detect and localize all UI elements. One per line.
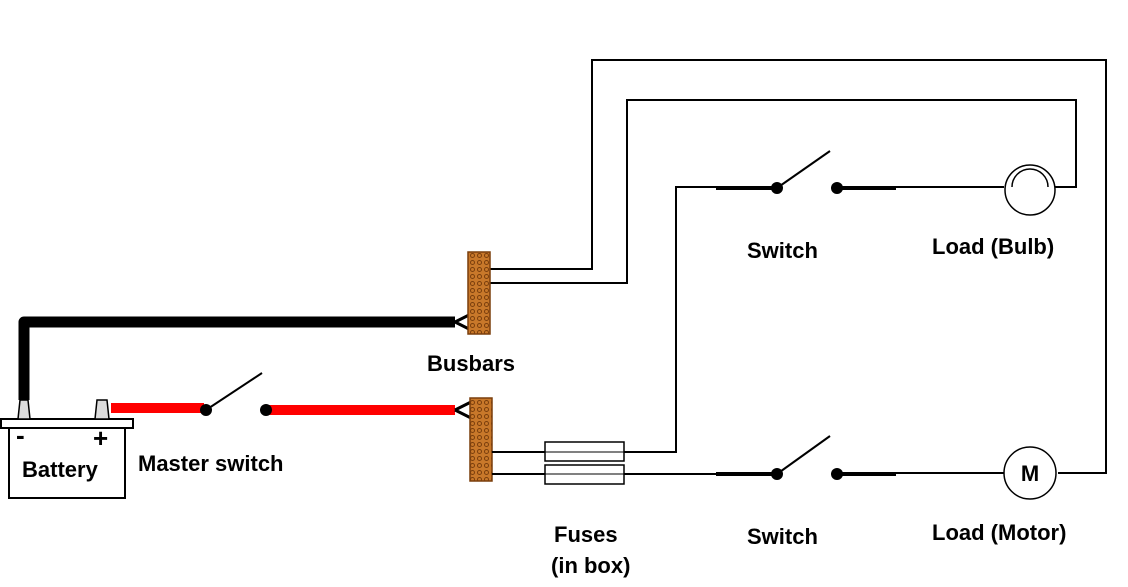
master-switch-contact-right	[260, 404, 272, 416]
fuses-label: Fuses	[554, 522, 618, 547]
battery-positive-terminal	[94, 399, 110, 420]
bulb-filament	[1011, 168, 1049, 188]
battery-negative-terminal	[17, 399, 31, 420]
battery-body	[8, 425, 126, 499]
negative-cable	[18, 316, 455, 400]
busbars-label: Busbars	[427, 351, 515, 376]
battery-plus-label: +	[93, 423, 108, 453]
load-motor-label: Load (Motor)	[932, 520, 1066, 545]
battery-lid	[0, 418, 134, 429]
master-switch-lever	[205, 372, 263, 411]
motor-icon	[1003, 446, 1057, 500]
positive-cable-lug	[454, 400, 472, 420]
motor-symbol: M	[1021, 461, 1039, 486]
switch-bottom-lever	[776, 435, 831, 475]
battery-minus-label: -	[16, 420, 25, 450]
busbar-positive	[469, 397, 493, 482]
bulb-icon	[1004, 164, 1056, 216]
master-switch-label: Master switch	[138, 451, 284, 476]
switch-top-lever	[776, 150, 831, 189]
wire-motor-return	[489, 59, 1107, 474]
wire-fuse-to-bulb-switch	[624, 186, 716, 453]
busbar-negative	[467, 251, 491, 335]
fuses-box-label: (in box)	[551, 553, 630, 578]
switch-bottom-label: Switch	[747, 524, 818, 549]
wire-bulb-return	[489, 99, 1077, 284]
switch-top-label: Switch	[747, 238, 818, 263]
load-bulb-label: Load (Bulb)	[932, 234, 1054, 259]
battery-label: Battery	[22, 457, 99, 482]
